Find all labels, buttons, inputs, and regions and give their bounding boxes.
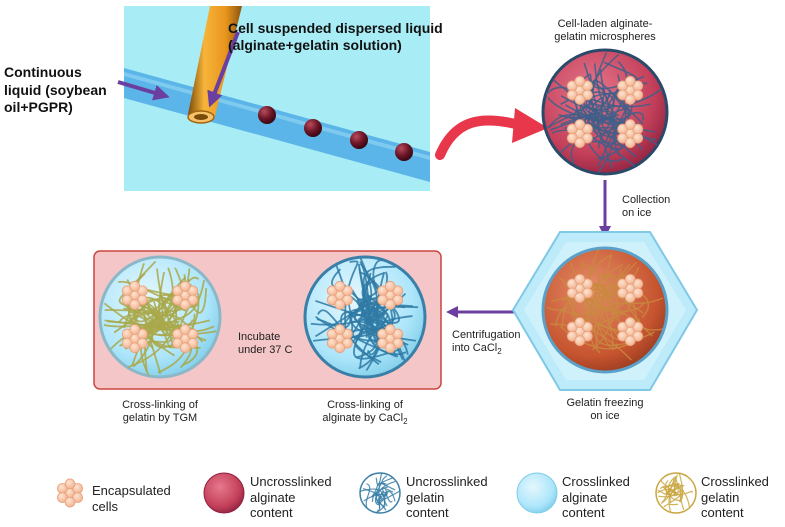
crosslink-cacl-label: Cross-linking of alginate by CaCl2 (322, 399, 408, 427)
gelatin-freezing-label: Gelatin freezing on ice (566, 397, 644, 423)
red-sphere-icon (203, 472, 245, 514)
centrifugation-label: Centrifugation into CaCl2 (452, 329, 521, 357)
crosslink-tgm-label: Cross-linking of gelatin by TGM (122, 399, 198, 425)
cacl-crosslinked-microsphere (303, 255, 427, 379)
legend (57, 472, 697, 514)
inflow-arrow-dispersed (207, 31, 240, 108)
droplet (258, 106, 276, 124)
microspheres-label: Cell-laden alginate- gelatin microsphere… (554, 18, 656, 44)
collection-label: Collection on ice (622, 194, 671, 220)
continuous-liquid-label: Continuous liquid (soybean oil+PGPR) (4, 64, 107, 115)
droplets (258, 106, 413, 161)
transfer-arrow-head (512, 108, 548, 143)
cell-cluster-icon (57, 478, 83, 508)
injection-needle (187, 6, 242, 124)
droplet (395, 143, 413, 161)
microfluidic-panel (124, 6, 430, 191)
dispersed-liquid-label: Cell suspended dispersed liquid (alginat… (228, 20, 443, 53)
encapsulated-cells (326, 280, 404, 354)
inflow-arrow-continuous (117, 80, 170, 101)
encapsulated-cells (121, 280, 199, 354)
blue-fiber-ball-icon (359, 472, 401, 514)
encapsulated-cells (566, 273, 644, 347)
light-blue-sphere-icon (516, 472, 558, 514)
alginate-gelatin-microsphere (541, 48, 669, 176)
droplet (350, 131, 368, 149)
droplet (304, 119, 322, 137)
transfer-arrow (435, 115, 525, 160)
encapsulated-cells (566, 75, 644, 149)
frozen-microsphere (511, 231, 699, 391)
incubate-label: Incubate under 37 C (238, 331, 293, 357)
tgm-crosslinked-microsphere (98, 255, 222, 379)
yellow-fiber-ball-icon (655, 472, 697, 514)
